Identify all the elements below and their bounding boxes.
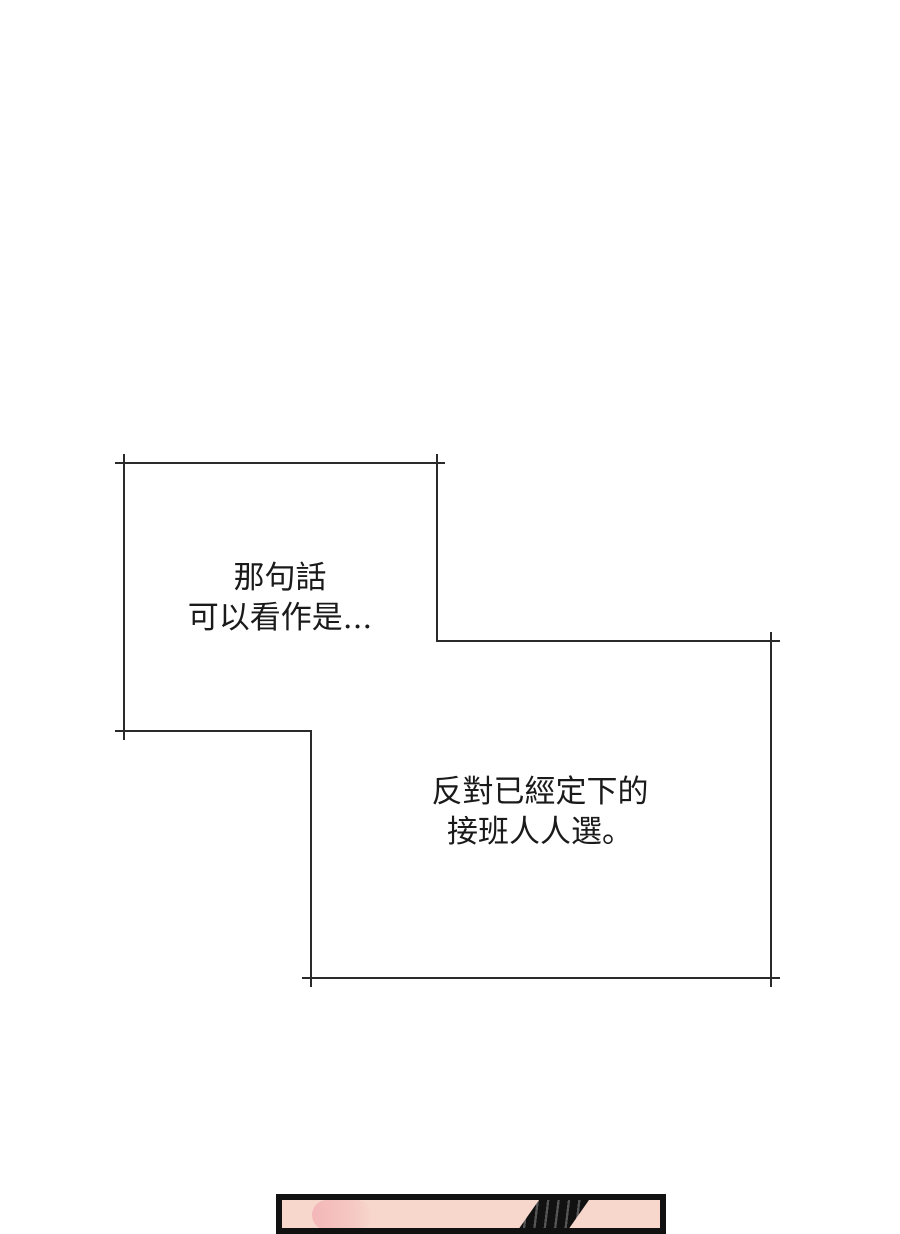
caption-text-2: 反對已經定下的 接班人人選。: [400, 772, 680, 852]
caption-line: 那句話: [233, 560, 327, 596]
caption-text-1: 那句話 可以看作是...: [170, 558, 390, 638]
cheek-blush-art: [312, 1200, 372, 1228]
hair-art: [517, 1200, 597, 1228]
caption-outline: [123, 462, 772, 979]
next-comic-panel: [276, 1194, 666, 1234]
caption-line: 接班人人選。: [447, 814, 633, 850]
caption-line: 可以看作是...: [187, 600, 373, 636]
caption-line: 反對已經定下的: [431, 774, 649, 810]
